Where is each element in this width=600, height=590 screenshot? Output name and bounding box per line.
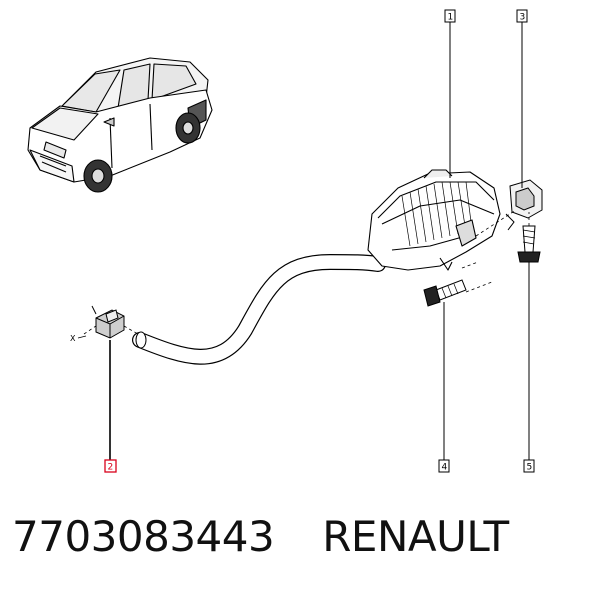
callout-1-label: 1 xyxy=(448,13,454,23)
bolt-lower xyxy=(423,279,467,307)
callout-2[interactable]: 2 xyxy=(104,459,117,473)
callout-5-label: 5 xyxy=(527,463,533,473)
brand-name: RENAULT xyxy=(322,512,509,561)
leader-lines xyxy=(109,22,530,460)
callout-3[interactable]: 3 xyxy=(516,9,528,23)
axis-marker-x: X xyxy=(70,334,87,343)
assembly-guides xyxy=(83,209,530,335)
bolt-upper xyxy=(517,225,541,263)
pipe-clamp xyxy=(91,305,125,339)
part-number: 7703083443 xyxy=(12,512,275,561)
silencer xyxy=(367,169,501,271)
rubber-hanger xyxy=(505,179,543,231)
vehicle-thumbnail xyxy=(27,57,213,193)
exhaust-pipe xyxy=(132,253,386,365)
callout-4-label: 4 xyxy=(442,463,448,473)
part-caption: 7703083443 RENAULT xyxy=(12,512,509,561)
callout-3-label: 3 xyxy=(520,13,526,23)
callout-5[interactable]: 5 xyxy=(523,459,535,473)
axis-marker-label: X xyxy=(70,334,76,343)
callout-2-label: 2 xyxy=(108,463,114,473)
parts-diagram: X 1 3 2 4 5 xyxy=(27,9,543,473)
callout-1[interactable]: 1 xyxy=(444,9,456,23)
callout-4[interactable]: 4 xyxy=(438,459,450,473)
